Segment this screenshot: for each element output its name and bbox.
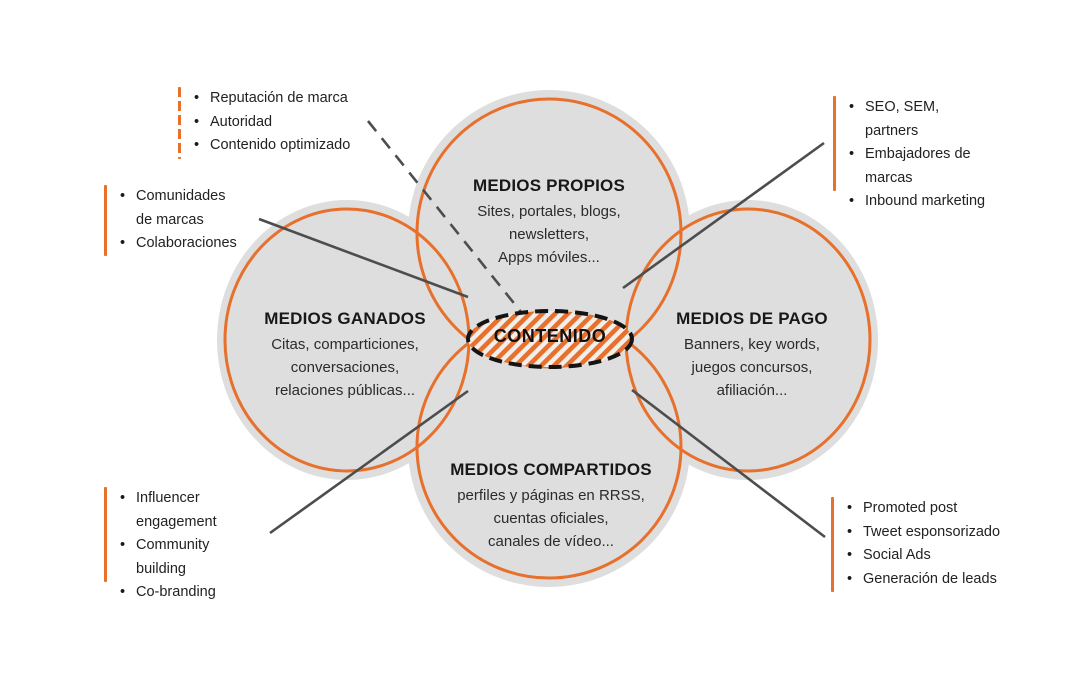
note-item: Autoridad [194,111,364,135]
owned-media-line: Sites, portales, blogs, [477,203,621,220]
orange-bar [831,497,834,592]
note-item: Social Ads [847,544,1007,568]
earned-media-title: MEDIOS GANADOS [264,309,426,328]
note-owned-benefits: Reputación de marca Autoridad Contenido … [178,87,364,159]
paid-media-label: MEDIOS DE PAGO Banners, key words, juego… [622,308,882,402]
connector-bottom-right [631,388,826,539]
owned-media-circle [408,90,690,376]
note-item: Generación de leads [847,568,1007,592]
earned-media-label: MEDIOS GANADOS Citas, comparticiones, co… [215,308,475,402]
shared-media-line: cuentas oficiales, [493,510,609,527]
note-earned-benefits: Comunidades de marcas Colaboraciones [104,185,242,256]
shared-media-title: MEDIOS COMPARTIDOS [450,460,652,479]
orange-bar [104,487,107,582]
media-circles-fill [217,90,878,587]
note-item: Tweet esponsorizado [847,521,1007,545]
note-list: Comunidades de marcas Colaboraciones [107,185,242,256]
note-item: Co-branding [120,581,257,605]
note-item: SEO, SEM, partners [849,96,987,143]
note-item: Comunidades de marcas [120,185,242,232]
dashed-orange-bar [178,87,181,159]
note-item: Community building [120,534,257,581]
note-item: Contenido optimizado [194,134,364,158]
note-item: Promoted post [847,497,1007,521]
owned-media-title: MEDIOS PROPIOS [472,176,626,195]
earned-media-circle [217,200,477,480]
note-item: Colaboraciones [120,232,242,256]
orange-bar [104,185,107,256]
owned-media-line: newsletters, [508,226,590,243]
connector-mid-left [258,217,469,299]
paid-media-line: afiliación... [716,382,788,399]
note-owned-tactics: SEO, SEM, partners Embajadores de marcas… [833,96,987,214]
paid-media-line: Banners, key words, [684,336,820,353]
earned-media-line: relaciones públicas... [274,382,416,399]
connector-lines [258,120,826,539]
note-list: Promoted post Tweet esponsorizado Social… [834,497,1007,592]
orange-bar [833,96,836,191]
note-list: SEO, SEM, partners Embajadores de marcas… [836,96,987,214]
content-label: CONTENIDO [493,326,607,346]
note-item: Inbound marketing [849,190,987,214]
earned-media-line: Citas, comparticiones, [271,336,419,353]
content-ellipse [466,309,634,369]
connector-bottom-left [269,389,469,535]
note-item: Influencer engagement [120,487,257,534]
note-list: Reputación de marca Autoridad Contenido … [181,87,364,159]
owned-media-line: Apps móviles... [498,249,600,266]
note-paid-tactics: Promoted post Tweet esponsorizado Social… [831,497,1007,592]
shared-media-circle [408,307,690,587]
note-item: Embajadores de marcas [849,143,987,190]
connector-top-right [622,141,825,290]
shared-media-line: canales de vídeo... [488,533,614,550]
shared-media-line: perfiles y páginas en RRSS, [457,487,645,504]
note-list: Influencer engagement Community building… [107,487,257,605]
earned-media-line: conversaciones, [290,359,400,376]
paid-media-line: juegos concursos, [691,359,813,376]
paid-media-title: MEDIOS DE PAGO [676,309,828,328]
owned-media-label: MEDIOS PROPIOS Sites, portales, blogs, n… [409,175,689,269]
note-shared-tactics-left: Influencer engagement Community building… [104,487,257,605]
note-item: Reputación de marca [194,87,364,111]
shared-media-label: MEDIOS COMPARTIDOS perfiles y páginas en… [401,459,701,553]
